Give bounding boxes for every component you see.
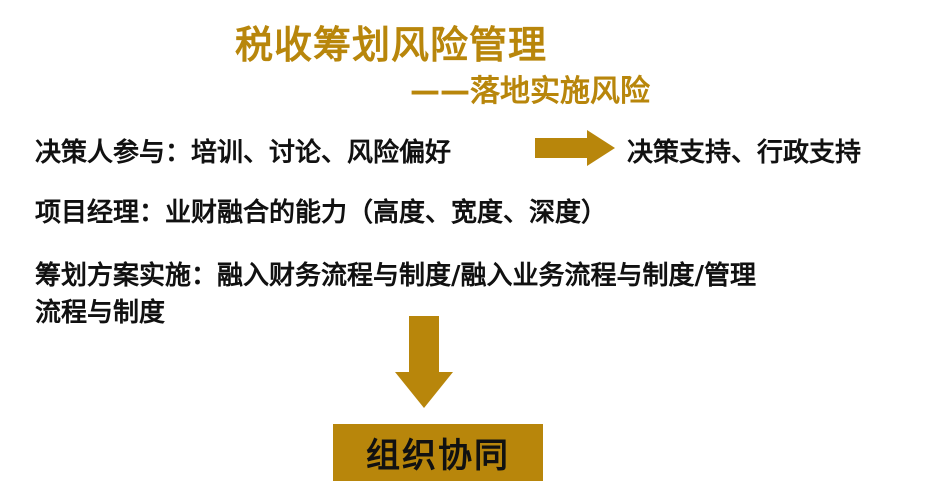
organizational-coordination-label: 组织协同 bbox=[366, 436, 510, 476]
plan-implementation-text-line1: 筹划方案实施：融入财务流程与制度/融入业务流程与制度/管理 bbox=[35, 261, 756, 291]
project-manager-text: 项目经理：业财融合的能力（高度、宽度、深度） bbox=[35, 198, 608, 228]
decision-support-text: 决策支持、行政支持 bbox=[627, 138, 862, 168]
decision-makers-text: 决策人参与：培训、讨论、风险偏好 bbox=[35, 138, 452, 168]
page-subtitle: ——落地实施风险 bbox=[410, 74, 650, 109]
arrow-down-icon bbox=[395, 316, 453, 408]
arrow-right-icon bbox=[535, 130, 615, 166]
page-title: 税收筹划风险管理 bbox=[235, 23, 548, 67]
plan-implementation-text-line2: 流程与制度 bbox=[35, 298, 166, 328]
organizational-coordination-box: 组织协同 bbox=[333, 424, 543, 481]
